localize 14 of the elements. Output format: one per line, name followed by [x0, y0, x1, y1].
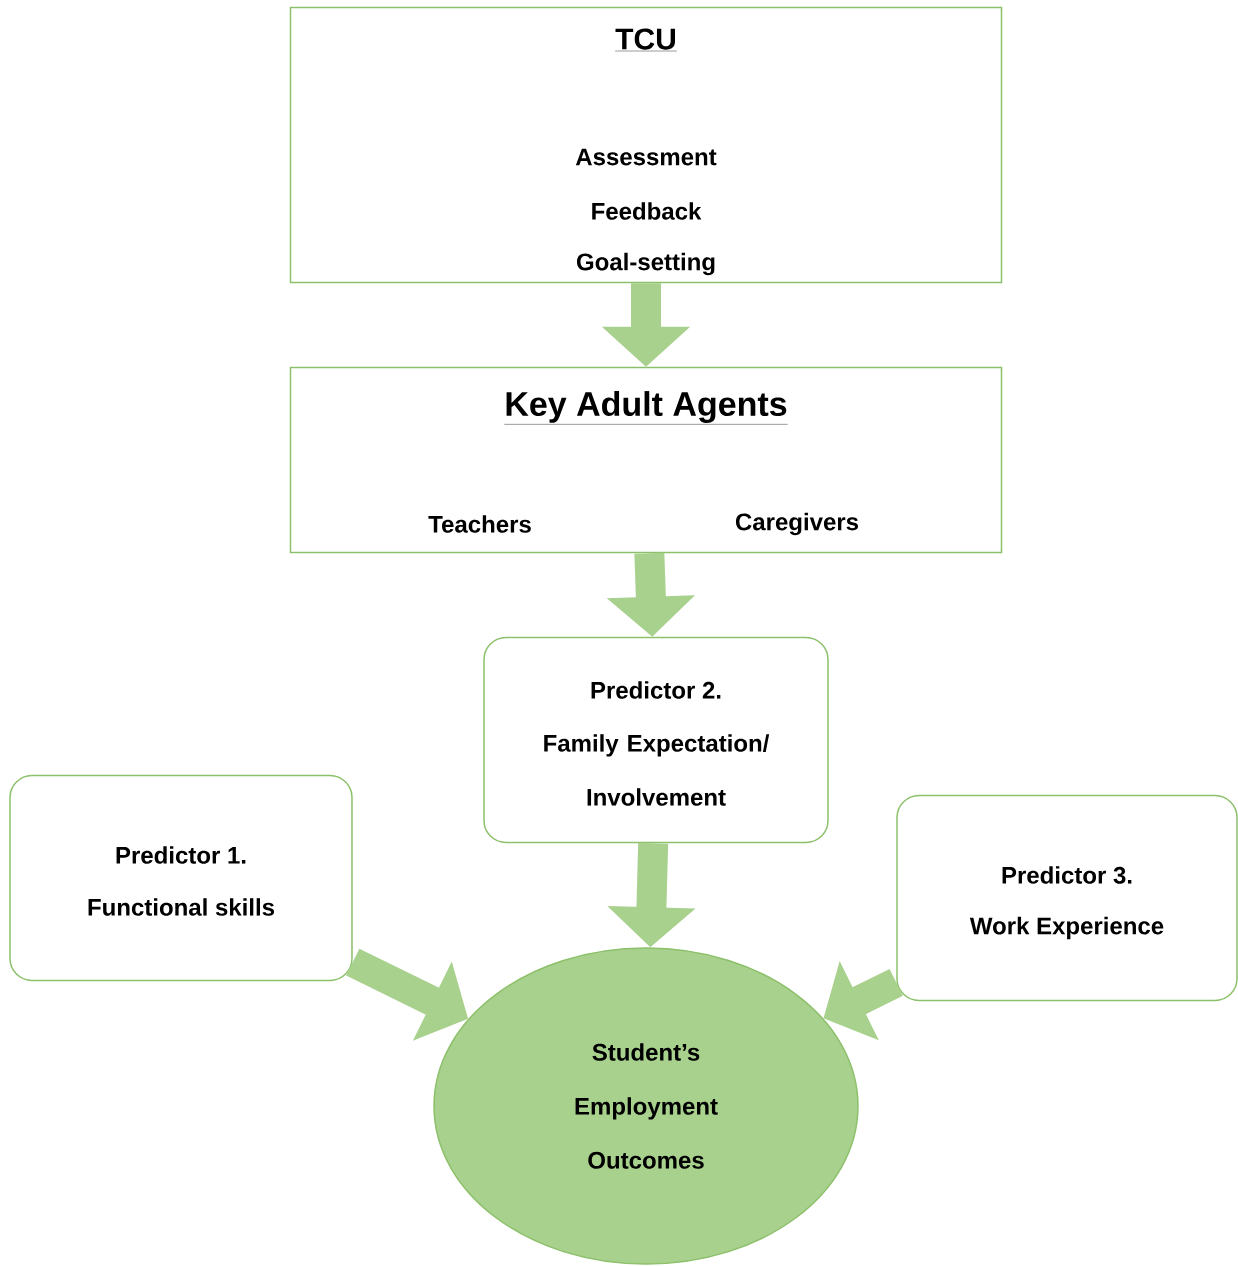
- box-heading: TCU: [614, 28, 678, 52]
- box-text: Family Expectation/ Involvement: [544, 734, 770, 806]
- box-heading: Predictor 3.: [1002, 866, 1132, 884]
- box-text: Goal-setting: [577, 252, 715, 276]
- box-text: Caregivers: [735, 512, 859, 536]
- box-text: Feedback: [592, 202, 702, 220]
- box-heading: Predictor 2.: [591, 681, 721, 699]
- box-text: Teachers: [428, 515, 531, 533]
- box-text: Work Experience: [969, 916, 1164, 940]
- box-heading: Predictor 1.: [116, 846, 246, 864]
- box-text: Functional skills: [88, 898, 275, 916]
- box-text: Assessment: [575, 148, 717, 166]
- box-text: Student’s Employment Outcomes: [575, 1043, 718, 1169]
- box-heading: Key Adult Agents: [504, 391, 788, 425]
